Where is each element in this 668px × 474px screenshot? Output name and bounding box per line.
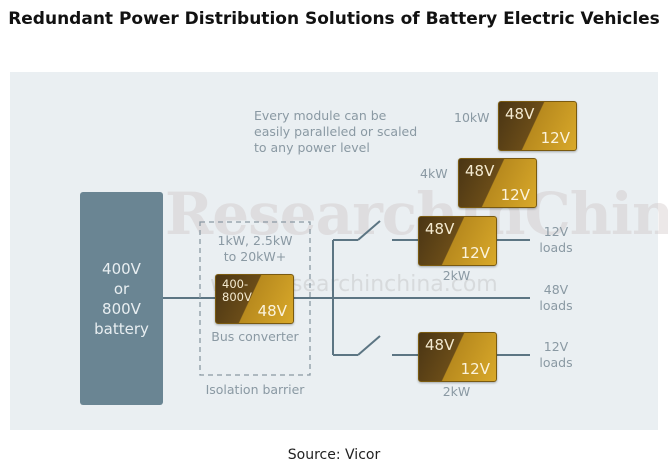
module-power-label: 4kW: [420, 166, 448, 181]
module-power-label: 2kW: [442, 268, 471, 283]
module-power-label: 2kW: [442, 384, 471, 399]
converter-module-10kw: 48V 12V: [498, 101, 577, 151]
watermark-logo: ResearchInChina: [165, 180, 668, 248]
bus-converter-label: Bus converter: [211, 329, 299, 344]
converter-module-4kw: 48V 12V: [458, 158, 537, 208]
battery-block: 400V or 800V battery: [80, 192, 163, 405]
input-voltage: 48V: [465, 162, 495, 180]
battery-line: battery: [94, 319, 149, 338]
isolation-barrier-box: [199, 221, 311, 376]
switch-bottom: [357, 335, 381, 356]
power-line: 1kW, 2.5kW: [217, 233, 293, 248]
note-line: easily paralleled or scaled: [254, 124, 418, 139]
module-power-label: 10kW: [454, 110, 490, 125]
input-voltage: 48V: [425, 336, 455, 354]
battery-line: or: [113, 279, 130, 298]
power-line: to 20kW+: [223, 249, 287, 264]
bus-converter-power: 1kW, 2.5kW to 20kW+: [200, 233, 310, 265]
battery-line: 400V: [102, 259, 141, 278]
isolation-barrier-label: Isolation barrier: [205, 382, 305, 397]
input-voltage: 400-800V: [222, 277, 252, 304]
bus-converter-module: 400-800V 48V: [215, 274, 294, 324]
input-voltage: 48V: [505, 105, 535, 123]
output-voltage: 12V: [540, 129, 570, 147]
note-line: Every module can be: [254, 108, 387, 123]
output-voltage: 48V: [257, 302, 287, 320]
output-voltage: 12V: [460, 360, 490, 378]
output-voltage: 12V: [460, 244, 490, 262]
source-caption: Source: Vicor: [287, 447, 381, 463]
scaling-note: Every module can be easily paralleled or…: [254, 108, 417, 156]
note-line: to any power level: [254, 140, 370, 155]
converter-module-2kw-top: 48V 12V: [418, 216, 497, 266]
page-title: Redundant Power Distribution Solutions o…: [8, 9, 660, 29]
switch-top: [357, 220, 381, 241]
input-voltage: 48V: [425, 220, 455, 238]
battery-line: 800V: [102, 299, 141, 318]
output-voltage: 12V: [500, 186, 530, 204]
converter-module-2kw-bottom: 48V 12V: [418, 332, 497, 382]
